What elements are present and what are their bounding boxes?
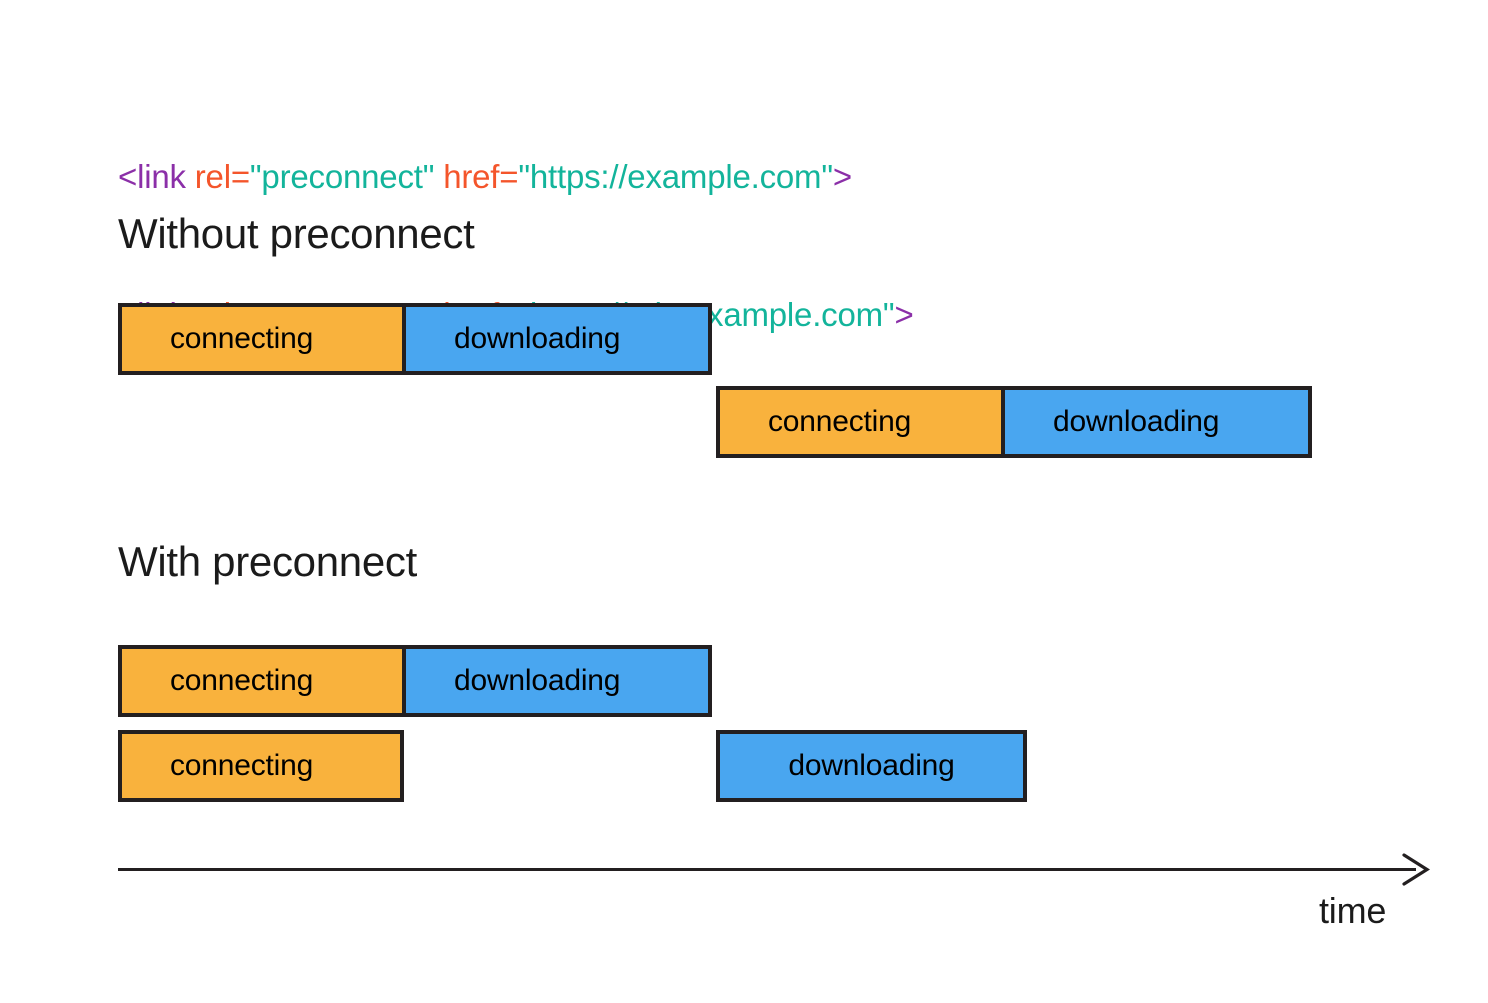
code-value-href: "https://example.com" (518, 158, 833, 195)
code-space-1 (434, 158, 443, 195)
bar-with-row1-downloading: downloading (404, 645, 712, 717)
bar-label-downloading: downloading (788, 749, 955, 782)
section-heading-with-preconnect: With preconnect (118, 538, 417, 585)
arrow-right-icon (1396, 852, 1432, 888)
bar-label-connecting: connecting (170, 749, 314, 782)
section-heading-without-preconnect: Without preconnect (118, 210, 475, 257)
code-attr-href: href= (443, 158, 519, 195)
bar-with-row1-connecting: connecting (118, 645, 404, 717)
bar-with-row2-connecting: connecting (118, 730, 404, 802)
bar-with-row2-downloading: downloading (716, 730, 1027, 802)
time-axis-label: time (1319, 890, 1387, 931)
bar-label-downloading: downloading (454, 664, 621, 697)
code-value-rel: "preconnect" (249, 158, 435, 195)
code-attr-rel: rel= (194, 158, 250, 195)
bar-label-connecting: connecting (170, 322, 314, 355)
code-tag-close: > (894, 296, 914, 333)
bar-label-downloading: downloading (454, 322, 621, 355)
code-tag-open: <link (118, 158, 195, 195)
bar-label-connecting: connecting (170, 664, 314, 697)
code-tag-close: > (832, 158, 852, 195)
time-axis-line (118, 868, 1416, 871)
bar-without-row1-connecting: connecting (118, 303, 404, 375)
bar-without-row2-downloading: downloading (1003, 386, 1312, 458)
bar-label-downloading: downloading (1053, 405, 1220, 438)
code-line-1: <link rel="preconnect" href="https://exa… (118, 154, 914, 200)
bar-label-connecting: connecting (768, 405, 912, 438)
bar-without-row1-downloading: downloading (404, 303, 712, 375)
bar-without-row2-connecting: connecting (716, 386, 1003, 458)
